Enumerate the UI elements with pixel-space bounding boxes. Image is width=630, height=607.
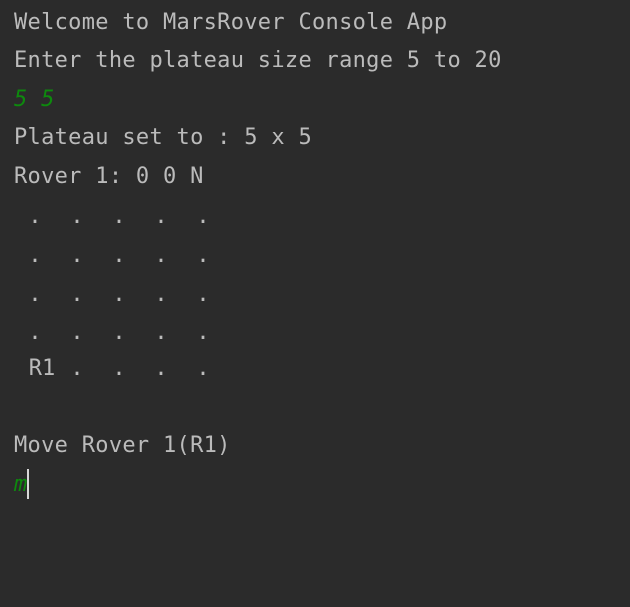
- grid-cell: .: [70, 282, 84, 307]
- grid-row: . . . . .: [0, 202, 260, 232]
- grid-cell: .: [70, 204, 84, 229]
- grid-cell: .: [28, 320, 42, 345]
- grid-cell: .: [154, 356, 168, 381]
- grid-cell: .: [70, 243, 84, 268]
- move-command-input[interactable]: m: [14, 472, 28, 497]
- text-caret: [27, 469, 29, 499]
- plateau-size-input: 5 5: [14, 87, 55, 112]
- move-rover-prompt: Move Rover 1(R1): [14, 433, 231, 458]
- grid-cell: .: [70, 356, 84, 381]
- grid-cell: .: [196, 243, 210, 268]
- grid-cell: .: [154, 320, 168, 345]
- grid-cell: .: [112, 204, 126, 229]
- grid-cell: .: [70, 320, 84, 345]
- plateau-set-line: Plateau set to : 5 x 5: [14, 125, 312, 150]
- grid-cell: .: [112, 282, 126, 307]
- grid-cell: .: [196, 204, 210, 229]
- grid-row: R1 . . . .: [0, 354, 260, 384]
- rover-marker: R1: [28, 356, 56, 381]
- grid-cell: .: [154, 204, 168, 229]
- grid-cell: .: [196, 320, 210, 345]
- grid-cell: .: [196, 282, 210, 307]
- grid-row: . . . . .: [0, 280, 260, 310]
- grid-cell: .: [154, 282, 168, 307]
- grid-cell: .: [154, 243, 168, 268]
- rover-status-line: Rover 1: 0 0 N: [14, 164, 204, 189]
- grid-cell: .: [28, 204, 42, 229]
- welcome-line: Welcome to MarsRover Console App: [14, 10, 448, 35]
- grid-row: . . . . .: [0, 241, 260, 271]
- grid-cell: .: [112, 356, 126, 381]
- grid-cell: .: [28, 243, 42, 268]
- plateau-size-prompt: Enter the plateau size range 5 to 20: [14, 48, 502, 73]
- grid-cell: .: [112, 320, 126, 345]
- grid-cell: .: [196, 356, 210, 381]
- grid-cell: .: [112, 243, 126, 268]
- grid-row: . . . . .: [0, 318, 260, 348]
- grid-cell: .: [28, 282, 42, 307]
